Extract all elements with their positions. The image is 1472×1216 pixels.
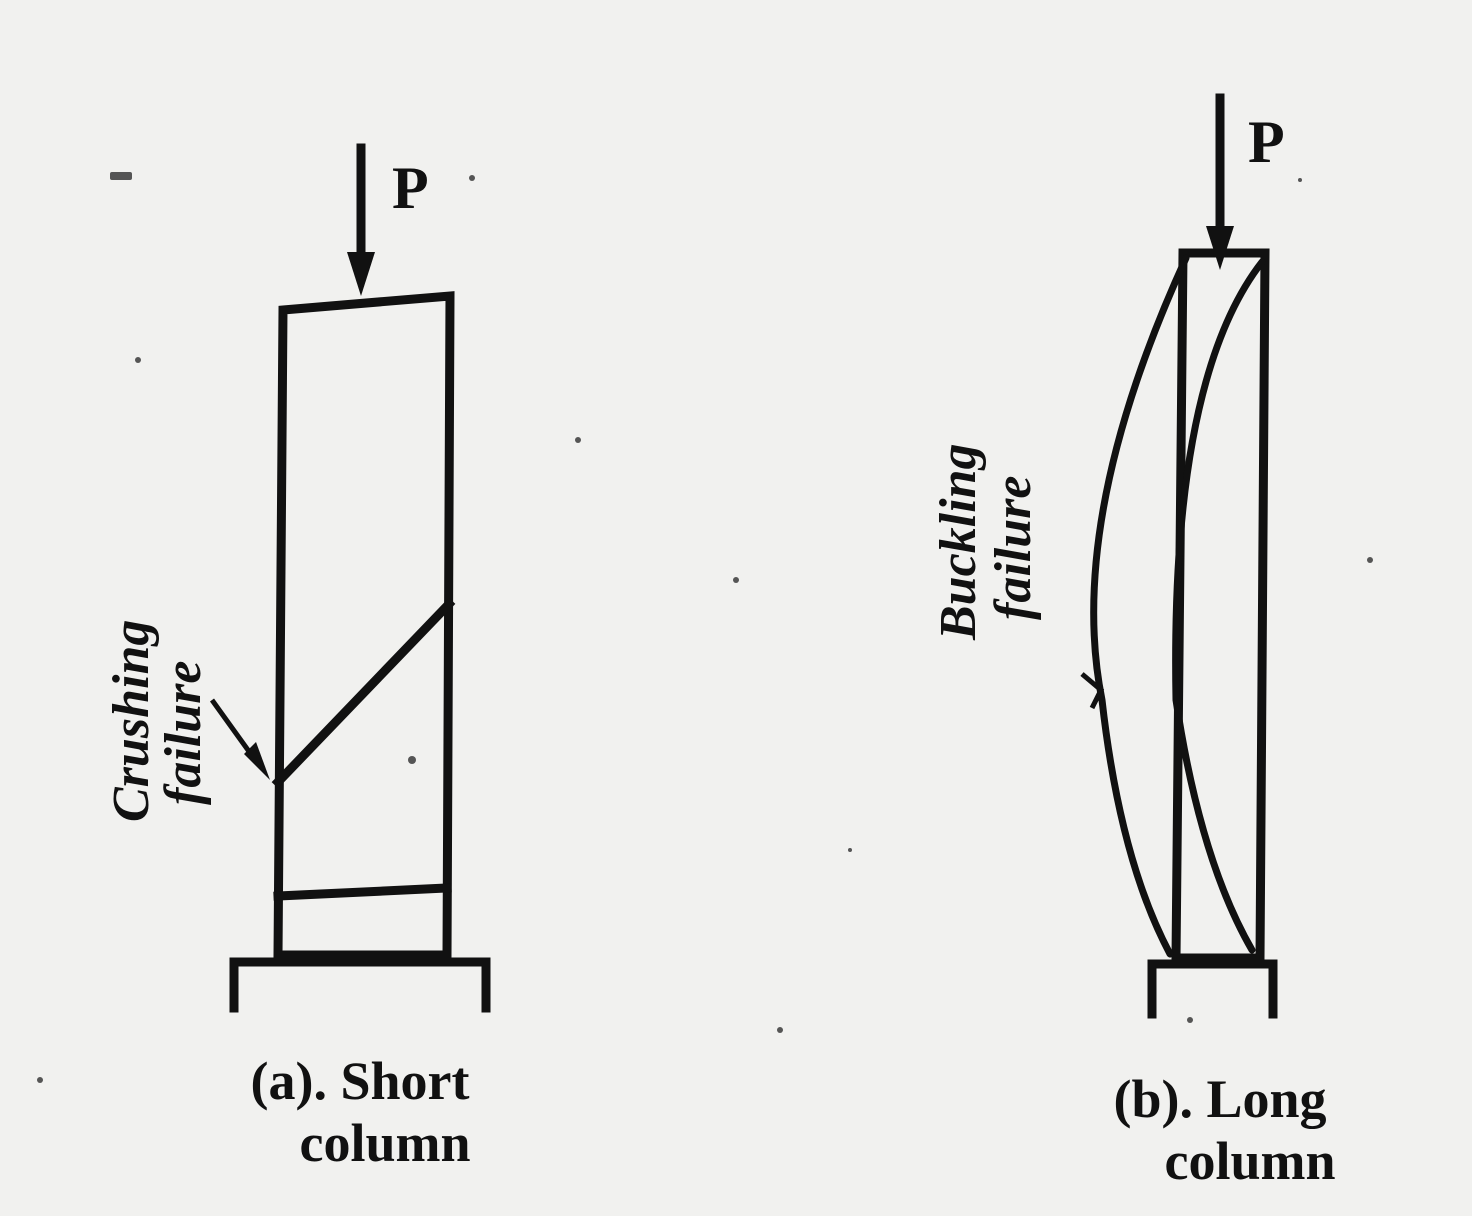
crushing-label: Crushing (103, 620, 160, 822)
short-column-figure: P Crushing failure (103, 143, 491, 1013)
load-label-a: P (392, 155, 429, 221)
scan-noise (37, 172, 1373, 1083)
column-base-joint (273, 883, 452, 901)
footing-b (1147, 959, 1278, 1019)
load-label-b: P (1248, 109, 1285, 175)
buckling-pointer (1080, 672, 1105, 710)
caption-a-line2: column (299, 1113, 471, 1173)
buckled-shape-outer (1090, 254, 1190, 958)
footing-a (229, 957, 491, 1013)
failure-label-b: failure (985, 476, 1042, 620)
crushing-pointer (209, 698, 270, 780)
crushing-failure-plane (271, 597, 456, 789)
short-column-body (273, 291, 455, 960)
buckling-label: Buckling (930, 444, 987, 642)
caption-b-line1: (b). Long (1113, 1069, 1327, 1129)
caption-short-column: (a). Short column (210, 1050, 510, 1174)
buckled-shape-inner (1172, 258, 1266, 954)
long-column-body (1171, 248, 1270, 963)
caption-b-line2: column (1164, 1131, 1336, 1191)
load-arrow-a (347, 143, 375, 296)
load-arrow-b (1206, 93, 1234, 270)
long-column-figure: P Buckling failure (930, 93, 1285, 1019)
caption-long-column: (b). Long column (1060, 1068, 1380, 1192)
failure-label-a: failure (155, 661, 212, 805)
caption-a-line1: (a). Short (250, 1051, 470, 1111)
